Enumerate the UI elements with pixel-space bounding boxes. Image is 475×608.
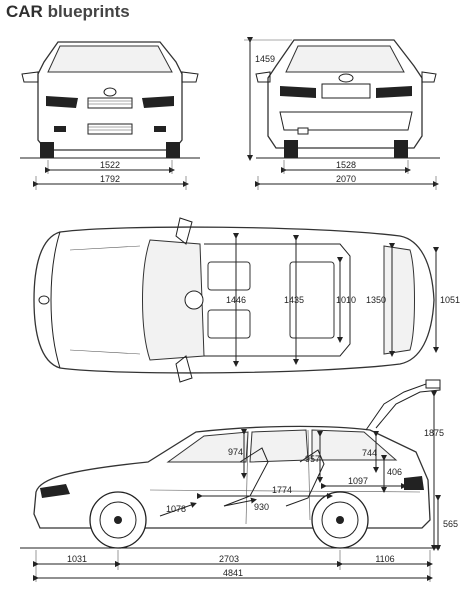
- top-dim-1350: 1350: [366, 295, 386, 305]
- side-dim-565: 565: [443, 519, 458, 529]
- front-width-label: 1792: [100, 174, 120, 184]
- front-overhang-label: 1031: [67, 554, 87, 564]
- side-view: 974 957 744 406 1097 1774 930 1078 1875 …: [20, 379, 458, 582]
- brand-word-blueprints: blueprints: [47, 2, 130, 21]
- side-dim-1097: 1097: [348, 476, 368, 486]
- side-dim-1078: 1078: [166, 504, 186, 514]
- front-view: 1522 1792: [20, 41, 200, 190]
- brand-logo: CAR blueprints: [6, 2, 130, 22]
- side-dim-1774: 1774: [272, 485, 292, 495]
- rear-height-label: 1459: [255, 54, 275, 64]
- side-dim-974: 974: [228, 447, 243, 457]
- side-height-label: 1875: [424, 428, 444, 438]
- top-dim-1446: 1446: [226, 295, 246, 305]
- top-dim-1010: 1010: [336, 295, 356, 305]
- side-dim-957: 957: [305, 454, 320, 464]
- overall-length-label: 4841: [223, 568, 243, 578]
- rear-width-label: 2070: [336, 174, 356, 184]
- side-dim-406: 406: [387, 467, 402, 477]
- rear-track-label: 1528: [336, 160, 356, 170]
- side-dim-930: 930: [254, 502, 269, 512]
- front-track-label: 1522: [100, 160, 120, 170]
- rear-view: 1459 1528 2070: [244, 37, 440, 190]
- side-dim-744: 744: [362, 448, 377, 458]
- wheelbase-label: 2703: [219, 554, 239, 564]
- top-view: 1446 1435 1010 1350 1051: [33, 217, 460, 383]
- top-dim-1435: 1435: [284, 295, 304, 305]
- rear-overhang-label: 1106: [375, 554, 394, 564]
- brand-word-car: CAR: [6, 2, 43, 21]
- top-dim-1051: 1051: [440, 295, 460, 305]
